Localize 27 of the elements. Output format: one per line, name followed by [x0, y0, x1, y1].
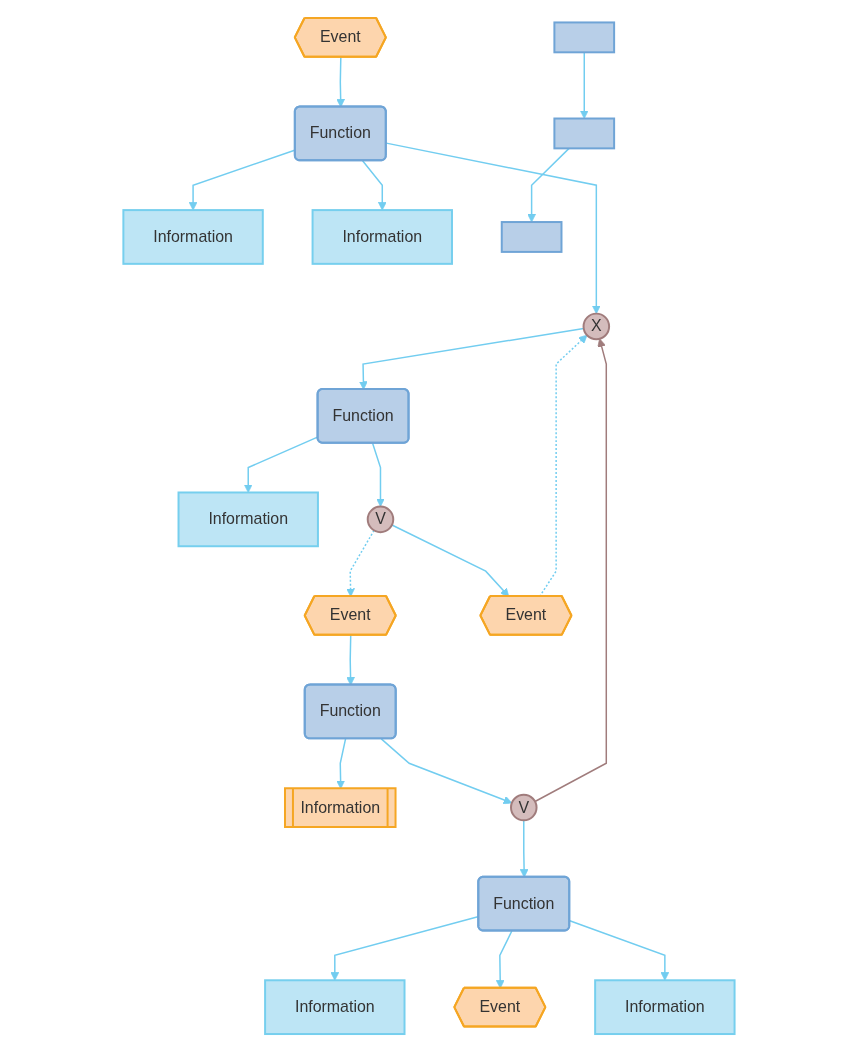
node-box — [553, 21, 616, 54]
node-circle: V — [510, 793, 538, 822]
arrow — [243, 436, 319, 493]
node-box: Information — [122, 209, 264, 265]
node-circle: V — [366, 505, 395, 534]
arrow — [569, 920, 670, 981]
node-box: Information — [311, 209, 453, 265]
arrow — [579, 51, 589, 119]
arrow — [359, 327, 585, 390]
arrow — [391, 524, 510, 597]
node-box: Information — [177, 491, 319, 548]
arrow — [361, 160, 387, 211]
arrow — [534, 338, 608, 803]
arrow — [495, 930, 513, 989]
node-box — [500, 221, 563, 253]
arrow — [371, 442, 385, 507]
arrow — [527, 147, 570, 223]
arrow — [346, 529, 375, 597]
arrow — [336, 56, 346, 108]
arrow — [380, 738, 513, 805]
arrow — [385, 142, 601, 314]
node-box: Information — [264, 979, 406, 1036]
arrow — [346, 634, 355, 686]
arrow — [519, 819, 529, 878]
node-circle: X — [582, 312, 611, 341]
node-box: Information — [594, 979, 736, 1036]
node-box — [553, 117, 616, 150]
